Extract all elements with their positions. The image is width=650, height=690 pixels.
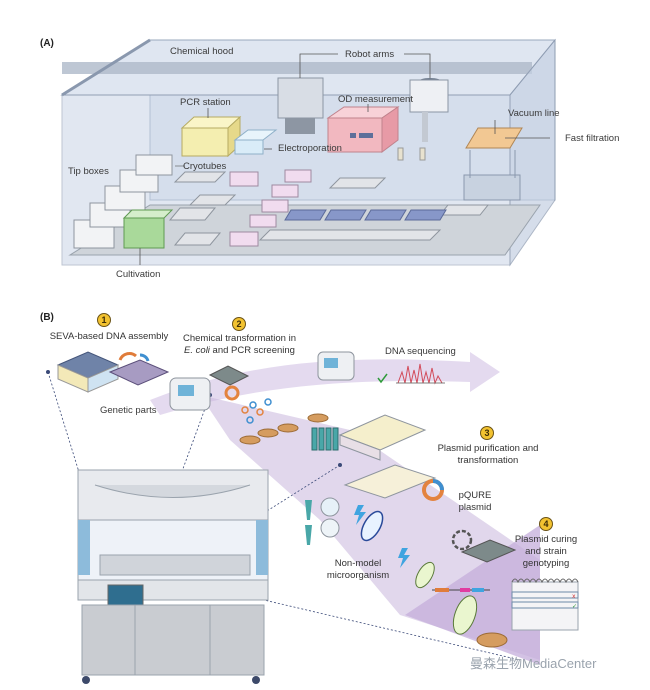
label-electroporation: Electroporation (278, 143, 342, 154)
hood-rail (62, 62, 532, 74)
step-4-badge: 4 (539, 517, 553, 531)
fast-filtration-unit (463, 127, 523, 201)
transformation-plate (208, 365, 250, 386)
plasmid-icon (224, 385, 240, 401)
label-fast-filtration: Fast filtration (565, 133, 620, 144)
pqure-line1: pQURE (458, 490, 492, 501)
robot-workstation (77, 469, 269, 684)
electroporation-box (233, 129, 278, 155)
robot-arm-1 (277, 77, 324, 134)
label-robot-arms: Robot arms (345, 49, 395, 60)
petri-dishes (239, 413, 329, 445)
deep-well-plate (338, 414, 427, 461)
step-3-title-line2: transformation (457, 455, 519, 466)
green-cell-2 (452, 595, 478, 635)
chromatogram (397, 363, 443, 385)
label-pcr-station: PCR station (180, 97, 231, 108)
panel-b-tag: (B) (40, 312, 54, 323)
label-cultivation: Cultivation (116, 269, 161, 280)
genotyping-gel: x ✓ (511, 578, 579, 631)
label-tip-boxes: Tip boxes (68, 166, 109, 177)
watermark: 曼森生物MediaCenter (470, 656, 597, 671)
cultivation-box (122, 209, 174, 249)
label-pqure-plasmid: pQURE plasmid (455, 490, 495, 514)
genetic-parts-plate (108, 351, 170, 386)
label-genetic-parts: Genetic parts (100, 405, 157, 416)
step-1-badge: 1 (97, 313, 111, 327)
step-4-title-line2: and strain (525, 546, 567, 557)
step-2-title: Chemical transformation in E. coli and P… (172, 333, 307, 357)
label-non-model-microorganism: Non-model microorganism (318, 558, 398, 582)
flow-band-triangle (405, 525, 540, 665)
green-cell-1 (415, 561, 435, 589)
step-3-badge: 3 (480, 426, 494, 440)
culture-tubes (311, 427, 339, 451)
non-model-line1: Non-model (334, 558, 382, 569)
od-measurement-box (326, 106, 400, 153)
microorganism-cell (360, 510, 384, 542)
pink-plates (229, 169, 312, 247)
label-chemical-hood: Chemical hood (170, 46, 234, 57)
step-3-title: Plasmid purification and transformation (428, 443, 548, 467)
robot-arm-2 (409, 78, 449, 142)
panel-a-tag: (A) (40, 38, 54, 49)
step-3-title-line1: Plasmid purification and (437, 443, 539, 454)
label-cryotubes: Cryotubes (183, 161, 227, 172)
step-1-title: SEVA-based DNA assembly (49, 331, 169, 342)
svg-text:x: x (572, 593, 576, 600)
svg-text:✓: ✓ (572, 603, 577, 610)
plasmid-cluster (241, 398, 272, 424)
blue-plates (284, 209, 447, 221)
thermocycler (169, 377, 211, 411)
non-model-line2: microorganism (326, 570, 390, 581)
pqure-line2: plasmid (458, 502, 492, 513)
curing-plasmid-icon (451, 529, 473, 551)
step-4-title-line1: Plasmid curing (514, 534, 578, 545)
flow-arrow-sequencing (150, 352, 500, 415)
sequencer (317, 351, 355, 381)
tip-boxes (73, 154, 173, 249)
flat-plate (343, 464, 437, 499)
check-mark-icon (377, 373, 388, 384)
robot-screen (107, 584, 144, 606)
sample-tubes (305, 497, 340, 545)
step-2-badge: 2 (232, 317, 246, 331)
genotyping-plate (460, 539, 517, 563)
label-vacuum-line: Vacuum line (508, 108, 560, 119)
step-4-title-line3: genotyping (522, 558, 570, 569)
label-dna-sequencing: DNA sequencing (385, 346, 456, 357)
step-2-title-organism: E. coli (184, 345, 210, 356)
step-4-title: Plasmid curing and strain genotyping (505, 534, 587, 570)
label-od-measurement: OD measurement (338, 94, 413, 105)
step-2-title-line1: Chemical transformation in (183, 333, 296, 344)
deck-plates (168, 171, 490, 246)
lightning-icon (354, 505, 366, 525)
lightning-icon-2 (398, 548, 410, 568)
step-2-title-line2: and PCR screening (209, 345, 295, 356)
final-petri-dish (476, 632, 508, 648)
